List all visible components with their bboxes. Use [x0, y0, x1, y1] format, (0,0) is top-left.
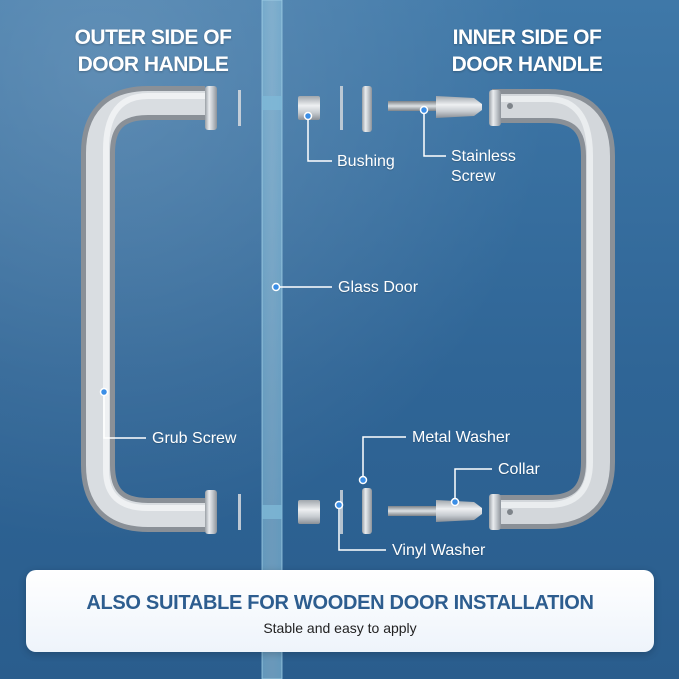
grub-screw-label: Grub Screw — [152, 430, 237, 447]
metal-washer-dot — [358, 475, 368, 485]
outer-handle — [81, 86, 217, 534]
grub-screw-dot — [99, 387, 109, 397]
stainless-screw-label-line-1: Stainless — [451, 148, 516, 165]
vinyl-washer-dot — [334, 500, 344, 510]
outer-side-heading: OUTER SIDE OF DOOR HANDLE — [58, 24, 248, 78]
stainless-screw-label-line-2: Screw — [451, 168, 496, 185]
collar-label: Collar — [498, 461, 540, 478]
screws-and-collars — [388, 96, 482, 522]
glass-door-dot — [271, 282, 281, 292]
inner-heading-line-1: INNER SIDE OF — [452, 26, 602, 49]
outer-heading-line-2: DOOR HANDLE — [77, 53, 229, 76]
vinyl-washer-label: Vinyl Washer — [392, 542, 486, 559]
collar-dot — [450, 497, 460, 507]
bushings — [298, 96, 320, 524]
metal-washer-label: Metal Washer — [412, 429, 511, 446]
info-banner: ALSO SUITABLE FOR WOODEN DOOR INSTALLATI… — [26, 570, 654, 652]
outer-washers — [238, 90, 241, 530]
stainless-screw-dot — [419, 105, 429, 115]
glass-door-label: Glass Door — [338, 279, 419, 296]
banner-title: ALSO SUITABLE FOR WOODEN DOOR INSTALLATI… — [86, 592, 594, 614]
callout-lines — [103, 110, 492, 551]
outer-heading-line-1: OUTER SIDE OF — [74, 26, 232, 49]
inner-handle — [489, 89, 615, 530]
bushing-label: Bushing — [337, 153, 395, 170]
banner-subtitle: Stable and easy to apply — [263, 620, 417, 636]
inner-heading-line-2: DOOR HANDLE — [451, 53, 603, 76]
inner-side-heading: INNER SIDE OF DOOR HANDLE — [432, 24, 622, 78]
callout-dots — [99, 105, 460, 510]
bushing-dot — [303, 111, 313, 121]
glass-door-pane — [261, 0, 283, 679]
inner-washers — [340, 86, 372, 534]
